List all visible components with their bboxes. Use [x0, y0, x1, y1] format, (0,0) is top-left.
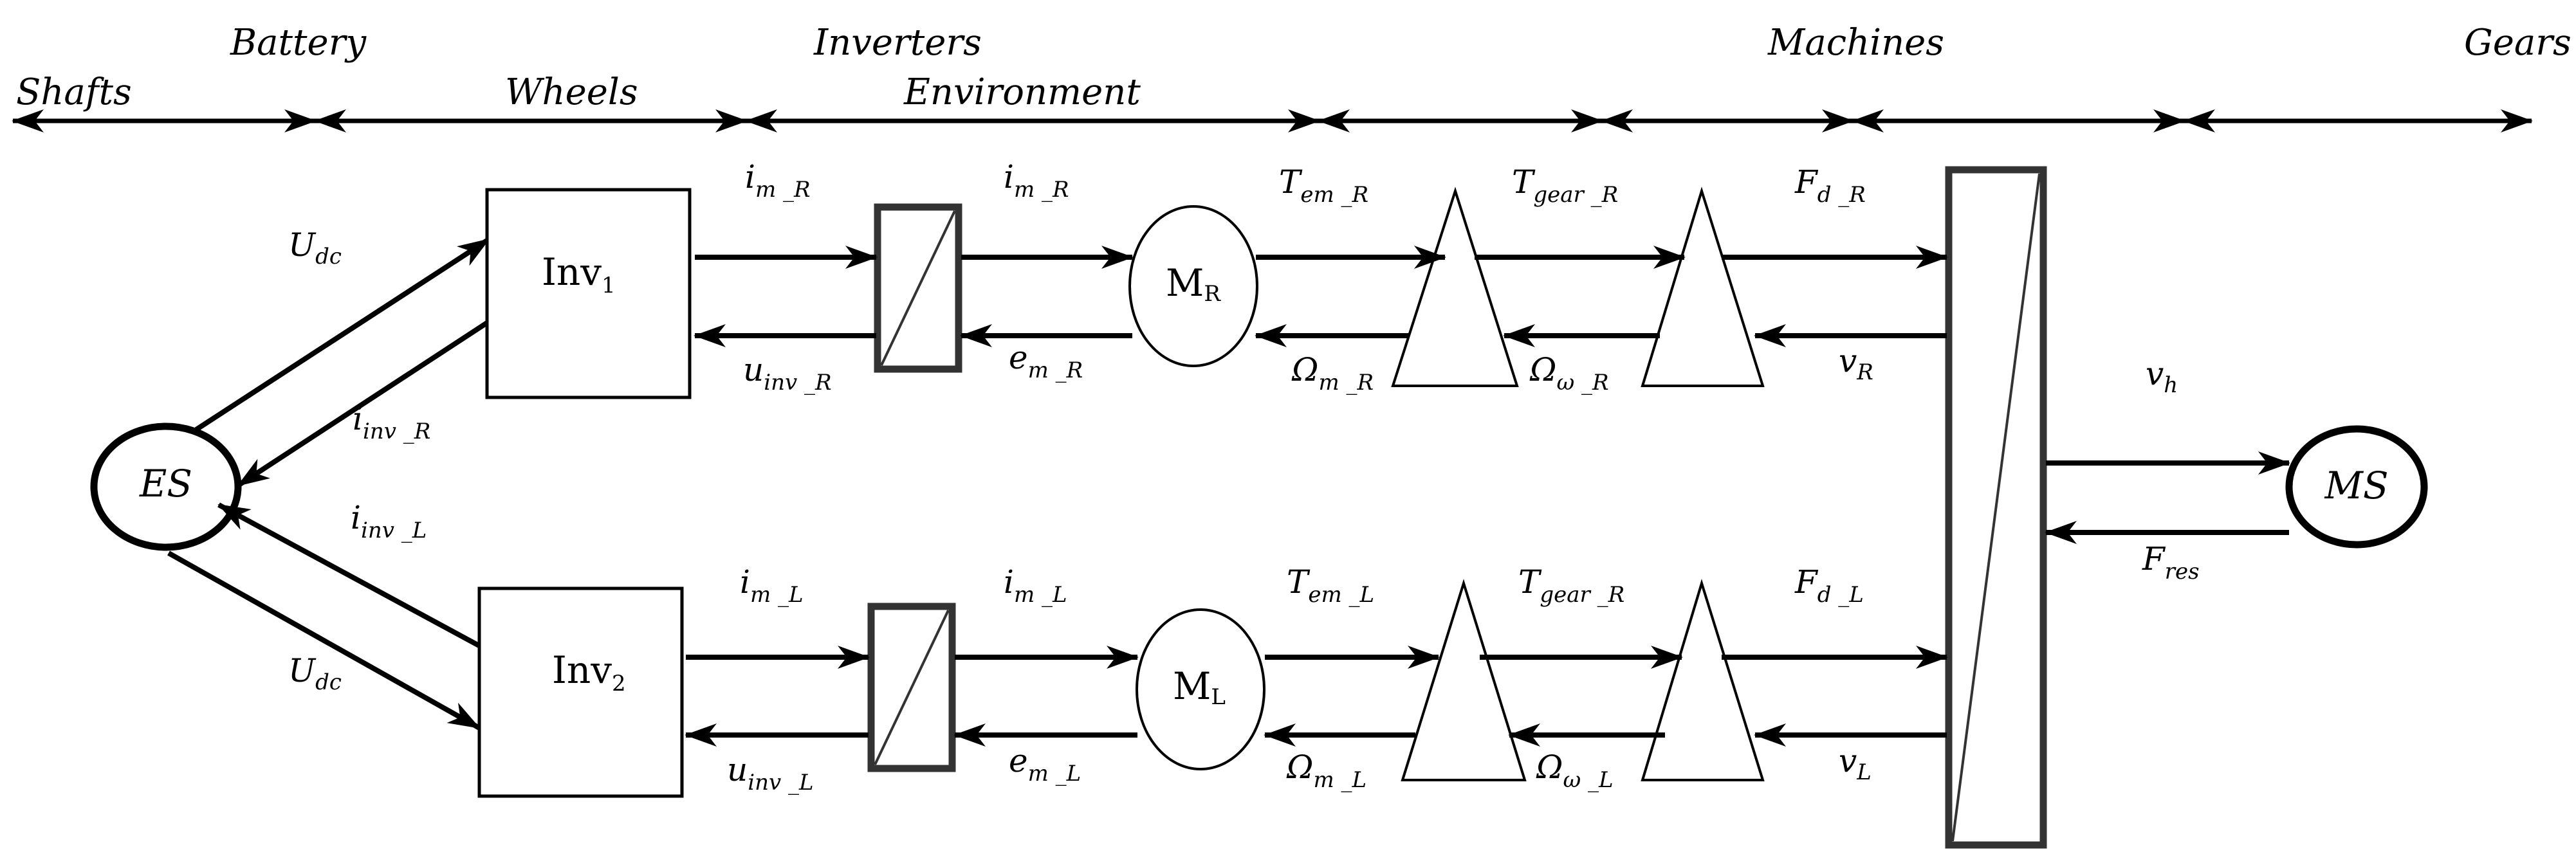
es-source-ellipse: [90, 422, 242, 551]
shaft-triangle-r: [1391, 186, 1519, 387]
label-tgear-r: Tgear _R: [1512, 163, 1618, 208]
coupling-left: [867, 603, 956, 772]
label-omm-r: Ωm _R: [1291, 351, 1374, 395]
l-branch-arrows: [685, 646, 1948, 747]
label-tem-l: Tem _L: [1287, 563, 1374, 608]
label-omw-r: Ωω _R: [1529, 351, 1609, 395]
label-udc-bot: Udc: [288, 652, 342, 695]
label-fd-r: Fd _R: [1794, 163, 1866, 208]
label-omw-l: Ωω _L: [1536, 749, 1614, 793]
machine-mr-label: MR: [1166, 261, 1221, 307]
inv1-block: [485, 188, 692, 399]
es-label: ES: [139, 462, 192, 505]
arrow-udc-to-inv2: [167, 550, 481, 731]
label-im-r-1: im _R: [745, 158, 811, 203]
header-battery: Battery: [230, 22, 367, 64]
label-uinv-r: uinv _R: [743, 351, 832, 395]
machine-mr-ellipse: [1128, 205, 1258, 367]
chassis-coupling: [1945, 166, 2047, 849]
header-machines: Machines: [1767, 22, 1944, 64]
gear-triangle-l: [1641, 579, 1765, 781]
header-wheels: Wheels: [505, 71, 638, 113]
ms-label: MS: [2324, 464, 2388, 507]
label-im-l-2: im _L: [1004, 563, 1067, 608]
label-iinv-r: iinv _R: [353, 400, 430, 444]
signal-labels: Udc iinv _R iinv _L Udc im _R uinv _R im…: [288, 158, 2200, 795]
label-em-r: em _R: [1009, 339, 1083, 383]
label-uinv-l: uinv _L: [727, 751, 814, 795]
header-environment: Environment: [903, 71, 1141, 113]
label-v-l: vL: [1839, 742, 1872, 785]
coupling-right-diagonal: [880, 210, 956, 366]
machine-ml-ellipse: [1136, 608, 1265, 770]
label-fd-l: Fd _L: [1794, 563, 1864, 608]
inv2-label: Inv2: [552, 648, 626, 696]
coupling-right: [874, 203, 962, 373]
ms-source-ellipse: [2285, 425, 2428, 549]
r-branch-arrows: [694, 246, 1948, 347]
header-shafts: Shafts: [16, 71, 132, 113]
header-inverters: Inverters: [813, 22, 982, 64]
header-gears: Gears: [2464, 22, 2571, 64]
chassis-diagonal: [1951, 173, 2041, 842]
inv1-label: Inv1: [542, 250, 616, 298]
label-udc-top: Udc: [288, 226, 342, 269]
arrow-iinv-r-to-es: [236, 319, 491, 488]
ms-arrows: [2045, 451, 2290, 544]
label-iinv-l: iinv _L: [351, 499, 427, 543]
label-im-r-2: im _R: [1004, 158, 1069, 203]
label-tgear-l: Tgear _R: [1518, 563, 1624, 608]
inv2-block: [477, 586, 684, 798]
label-im-l-1: im _L: [740, 563, 804, 608]
label-omm-l: Ωm _L: [1286, 749, 1366, 793]
arrow-udc-to-inv1: [194, 237, 491, 432]
machine-ml-label: ML: [1173, 664, 1226, 710]
label-v-r: vR: [1839, 342, 1873, 385]
gear-triangle-r: [1641, 186, 1765, 387]
label-em-l: em _L: [1009, 742, 1081, 786]
arrow-iinv-l-to-es: [217, 502, 485, 651]
es-connections: [167, 237, 491, 731]
shaft-triangle-l: [1401, 579, 1527, 781]
label-vh: vh: [2146, 355, 2178, 398]
header-labels: Shafts Battery Wheels Inverters Environm…: [16, 22, 2571, 113]
coupling-left-diagonal: [874, 610, 950, 765]
label-fres: Fres: [2142, 540, 2200, 585]
label-tem-r: Tem _R: [1279, 163, 1368, 208]
